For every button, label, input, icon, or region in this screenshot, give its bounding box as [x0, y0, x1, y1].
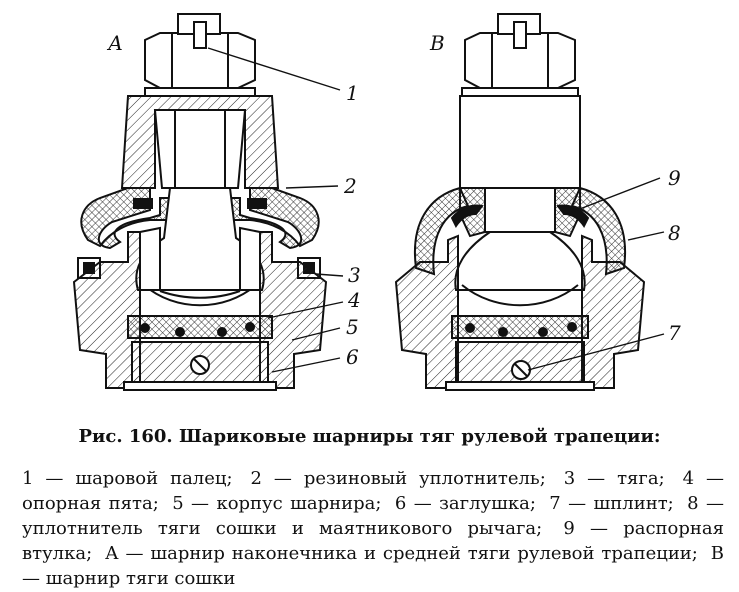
- joint-housing-b: [394, 234, 646, 389]
- legend-item: 1 — шаровой палец;: [22, 468, 233, 489]
- support-seat-b: [451, 315, 589, 339]
- leader-lines-b: [527, 177, 665, 371]
- callout-6: 6: [346, 345, 359, 369]
- callout-7: 7: [668, 321, 681, 345]
- view-b: В 9 8 7: [394, 13, 681, 391]
- joint-housing: [72, 226, 328, 389]
- ball-stud-b: [454, 231, 586, 307]
- legend-item: 3 — тяга;: [563, 468, 665, 489]
- callout-5: 5: [346, 315, 359, 339]
- pitman-arm-head: [459, 95, 581, 233]
- legend-item: А — шарнир наконечника и средней тяги ру…: [105, 543, 698, 564]
- plug: [123, 341, 277, 391]
- view-a: А 1 2 3 4 5 6: [72, 13, 361, 391]
- callout-4: 4: [347, 288, 361, 312]
- legend-item: 8 — уплотнитель тяги сошки и маятниковог…: [22, 493, 724, 539]
- legend-item: 7 — шплинт;: [549, 493, 674, 514]
- callout-2: 2: [343, 174, 357, 198]
- tie-rod-head: [120, 95, 280, 189]
- callout-1: 1: [346, 81, 359, 105]
- legend-item: 6 — заглушка;: [394, 493, 536, 514]
- callout-3: 3: [348, 263, 361, 287]
- figure-caption: Рис. 160. Шариковые шарниры тяг рулевой …: [78, 426, 661, 447]
- legend-item: 4 — опорная пята;: [22, 468, 724, 514]
- callout-8: 8: [668, 221, 681, 245]
- pitman-seal: [413, 186, 627, 276]
- callout-9: 9: [668, 166, 681, 190]
- legend-item: 5 — корпус шарнира;: [172, 493, 382, 514]
- legend-item: В — шарнир тяги сошки: [22, 543, 724, 589]
- view-a-letter: А: [106, 31, 123, 55]
- support-seat: [127, 315, 273, 339]
- legend-item: 2 — резиновый уплотнитель;: [250, 468, 546, 489]
- view-b-letter: В: [429, 31, 445, 55]
- castle-nut: [144, 13, 256, 97]
- joint-diagram: А 1 2 3 4 5 6: [72, 13, 681, 391]
- castle-nut-b: [461, 13, 579, 97]
- plug-b: [445, 341, 595, 391]
- leader-lines-a: [207, 47, 344, 373]
- legend-item: 9 — распорная втулка;: [22, 518, 724, 564]
- figure-legend: 1 — шаровой палец; 2 — резиновый уплотни…: [22, 466, 724, 591]
